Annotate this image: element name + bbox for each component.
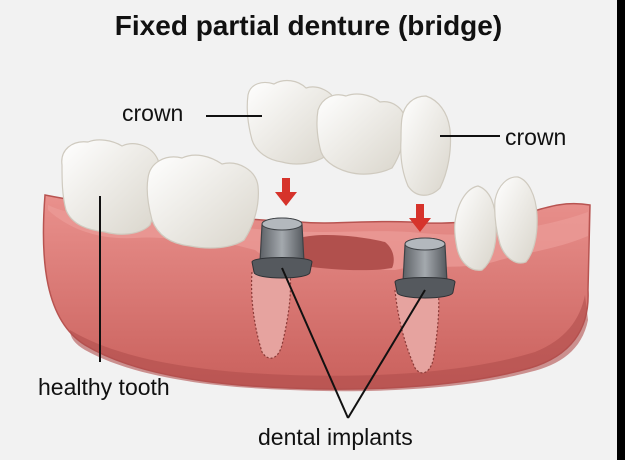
leader-implant-right [347,289,426,419]
healthy-molar-2 [146,154,259,249]
bridge-crown-right [400,95,452,196]
bridge-crowns [246,79,452,196]
healthy-incisor [494,176,538,264]
leader-implant-left [281,267,349,419]
implant-left [251,217,313,279]
label-healthy-tooth: healthy tooth [38,374,170,400]
label-crown-right: crown [505,124,567,150]
diagram-title: Fixed partial denture (bridge) [114,10,503,41]
label-crown-left: crown [122,100,184,126]
healthy-canine [454,185,497,271]
bridge-pontic [316,93,406,175]
label-dental-implants: dental implants [258,424,413,450]
implant-root-left [251,271,292,359]
gum-gap [297,235,394,271]
healthy-molar-1 [61,139,161,235]
arrow-down-right [409,204,431,232]
implant-right [394,237,456,299]
implant-root-right [394,289,440,374]
arrow-down-left [275,178,297,206]
